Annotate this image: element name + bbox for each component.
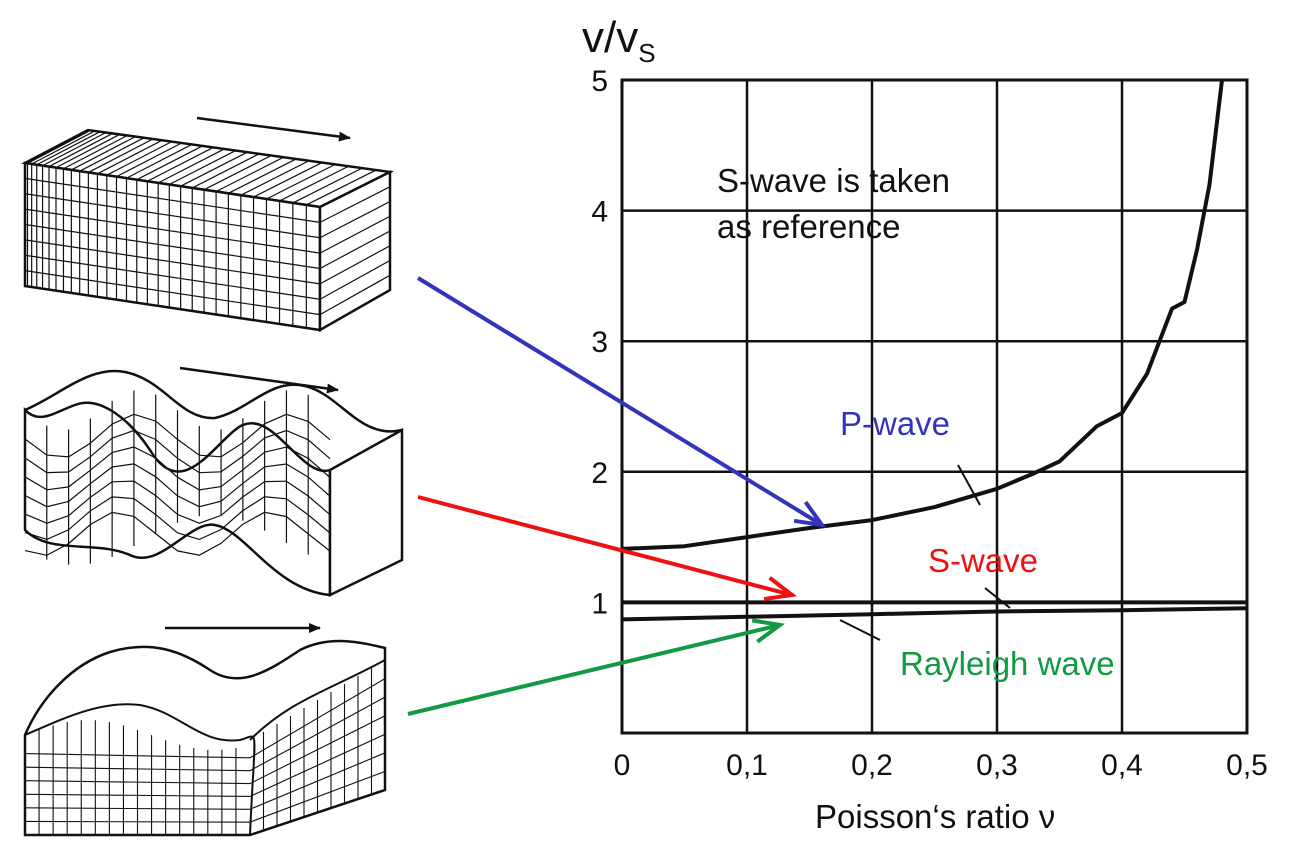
rayleigh-wave-leader-line [839,619,881,641]
x-tick-label: 0,5 [1226,749,1268,782]
s-wave-illustration [23,366,404,597]
x-tick-label: 0,2 [851,749,893,782]
x-tick-label: 0,3 [976,749,1018,782]
plot-frame [620,78,1249,735]
x-tick-label: 0 [614,749,631,782]
legend-label-rayleigh-wave: Rayleigh wave [900,645,1115,682]
legend-label-p-wave: P-wave [840,405,950,442]
velocity-ratio-chart: 0 0,1 0,2 0,3 0,4 0,5 1 2 3 4 5 v/vS Poisson‘s ra… [407,13,1268,835]
p-wave-curve [621,79,1224,551]
y-tick-label: 5 [591,65,608,98]
s-wave-leader-line [984,587,1011,609]
legend-label-s-wave: S-wave [928,542,1038,579]
x-tick-labels: 0 0,1 0,2 0,3 0,4 0,5 [614,749,1268,782]
propagation-arrow-icon [179,366,339,394]
y-tick-label: 1 [591,587,608,620]
p-wave-pointer-arrow-icon [416,276,827,528]
x-tick-label: 0,4 [1101,749,1143,782]
annotation-line-2: as reference [717,208,900,245]
curves [621,79,1248,622]
propagation-arrow-icon [196,116,351,142]
y-tick-label: 2 [591,457,608,490]
y-tick-labels: 1 2 3 4 5 [591,65,608,620]
y-tick-label: 3 [591,326,608,359]
rayleigh-wave-curve [621,606,1248,622]
s-wave-pointer-arrow-icon [417,495,797,602]
y-tick-label: 4 [591,196,608,229]
y-axis-label: v/vS [582,13,656,68]
rayleigh-wave-pointer-arrow-icon [407,618,785,716]
p-wave-leader-line [957,464,981,506]
annotation-line-1: S-wave is taken [717,162,950,199]
x-axis-label: Poisson‘s ratio ν [815,798,1055,835]
rayleigh-wave-illustration [23,623,387,837]
p-wave-illustration [21,116,395,333]
x-tick-label: 0,1 [726,749,768,782]
